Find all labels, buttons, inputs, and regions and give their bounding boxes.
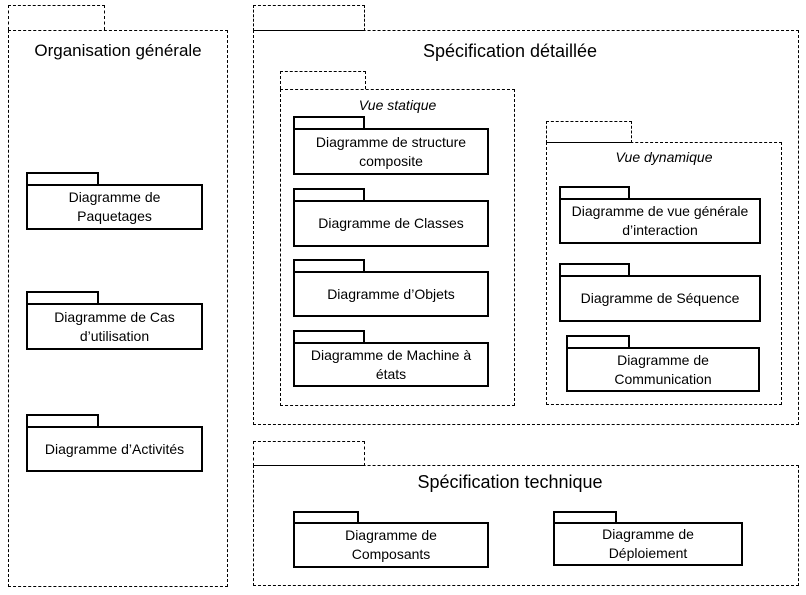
diagram-box-communication-tab: [566, 335, 630, 347]
package-specification-detaillee-tab: [253, 5, 365, 31]
diagram-box-activites-tab: [26, 414, 99, 426]
diagram-box-communication-label-line1: Diagramme de: [617, 351, 709, 368]
diagram-box-cas-utilisation: Diagramme de Cas d’utilisation: [26, 303, 203, 350]
diagram-box-paquetages-label-line1: Diagramme de: [68, 189, 161, 205]
package-specification-technique-tab: [253, 441, 365, 466]
diagram-box-paquetages: Diagramme de Paquetages: [26, 184, 203, 230]
diagram-box-sequence-tab: [559, 263, 630, 275]
diagram-box-paquetages-tab: [26, 172, 99, 184]
package-organisation-generale-title: Organisation générale: [34, 41, 202, 60]
diagram-box-composants: Diagramme de Composants: [293, 522, 489, 568]
diagram-box-deploiement-label-line1: Diagramme de: [602, 526, 694, 542]
diagram-box-communication-label-line2: Communication: [614, 370, 712, 387]
diagram-box-composants-tab: [293, 511, 359, 522]
package-organisation-generale-tab: [8, 5, 105, 30]
diagram-box-activites: Diagramme d’Activités: [26, 426, 203, 472]
diagram-box-classes: Diagramme de Classes: [293, 200, 489, 247]
package-vue-statique-tab: [280, 71, 366, 89]
diagram-box-cas-utilisation-tab: [26, 291, 99, 303]
diagram-box-paquetages-label-line2: Paquetages: [77, 208, 152, 224]
diagram-box-classes-label: Diagramme de Classes: [318, 215, 464, 231]
diagram-box-deploiement-tab: [553, 511, 617, 522]
package-vue-dynamique-tab: [546, 121, 632, 143]
package-vue-dynamique-title: Vue dynamique: [615, 149, 713, 165]
diagram-box-communication: Diagramme de Communication: [566, 347, 760, 392]
package-vue-statique-title: Vue statique: [358, 97, 437, 113]
diagram-box-structure-composite-label-line1: Diagramme de structure: [315, 133, 467, 150]
diagram-box-cas-utilisation-label-line1: Diagramme de Cas: [54, 308, 175, 325]
diagram-box-objets: Diagramme d’Objets: [293, 271, 489, 317]
diagram-box-machine-etats-label-line1: Diagramme de Machine à: [310, 346, 472, 363]
diagram-box-sequence-label: Diagramme de Séquence: [580, 290, 740, 306]
package-specification-technique-title: Spécification technique: [417, 472, 603, 492]
diagram-box-machine-etats: Diagramme de Machine à états: [293, 342, 489, 387]
diagram-box-cas-utilisation-label-line2: d’utilisation: [79, 327, 150, 344]
diagram-box-deploiement-label-line2: Déploiement: [608, 545, 688, 561]
diagram-box-structure-composite-tab: [293, 116, 365, 128]
diagram-box-vue-generale-interaction-tab: [559, 186, 630, 198]
diagram-box-deploiement: Diagramme de Déploiement: [553, 522, 743, 566]
diagram-box-machine-etats-tab: [293, 330, 365, 342]
diagram-box-sequence: Diagramme de Séquence: [559, 275, 761, 322]
diagram-box-classes-tab: [293, 188, 365, 200]
package-specification-detaillee-title: Spécification détaillée: [422, 41, 598, 61]
diagram-box-objets-tab: [293, 259, 365, 271]
diagram-box-objets-label: Diagramme d’Objets: [327, 285, 455, 302]
diagram-box-composants-label-line1: Diagramme de: [345, 527, 437, 543]
diagram-box-vue-generale-interaction-label-line1: Diagramme de vue générale: [571, 203, 749, 219]
diagram-box-vue-generale-interaction-label-line2: d’interaction: [622, 222, 698, 238]
diagram-box-machine-etats-label-line2: états: [375, 365, 407, 382]
diagram-box-composants-label-line2: Composants: [351, 546, 431, 562]
diagram-box-structure-composite-label-line2: composite: [359, 152, 423, 169]
diagram-box-vue-generale-interaction: Diagramme de vue générale d’interaction: [559, 198, 761, 244]
diagram-box-activites-label: Diagramme d’Activités: [44, 440, 185, 457]
diagram-box-structure-composite: Diagramme de structure composite: [293, 128, 489, 175]
